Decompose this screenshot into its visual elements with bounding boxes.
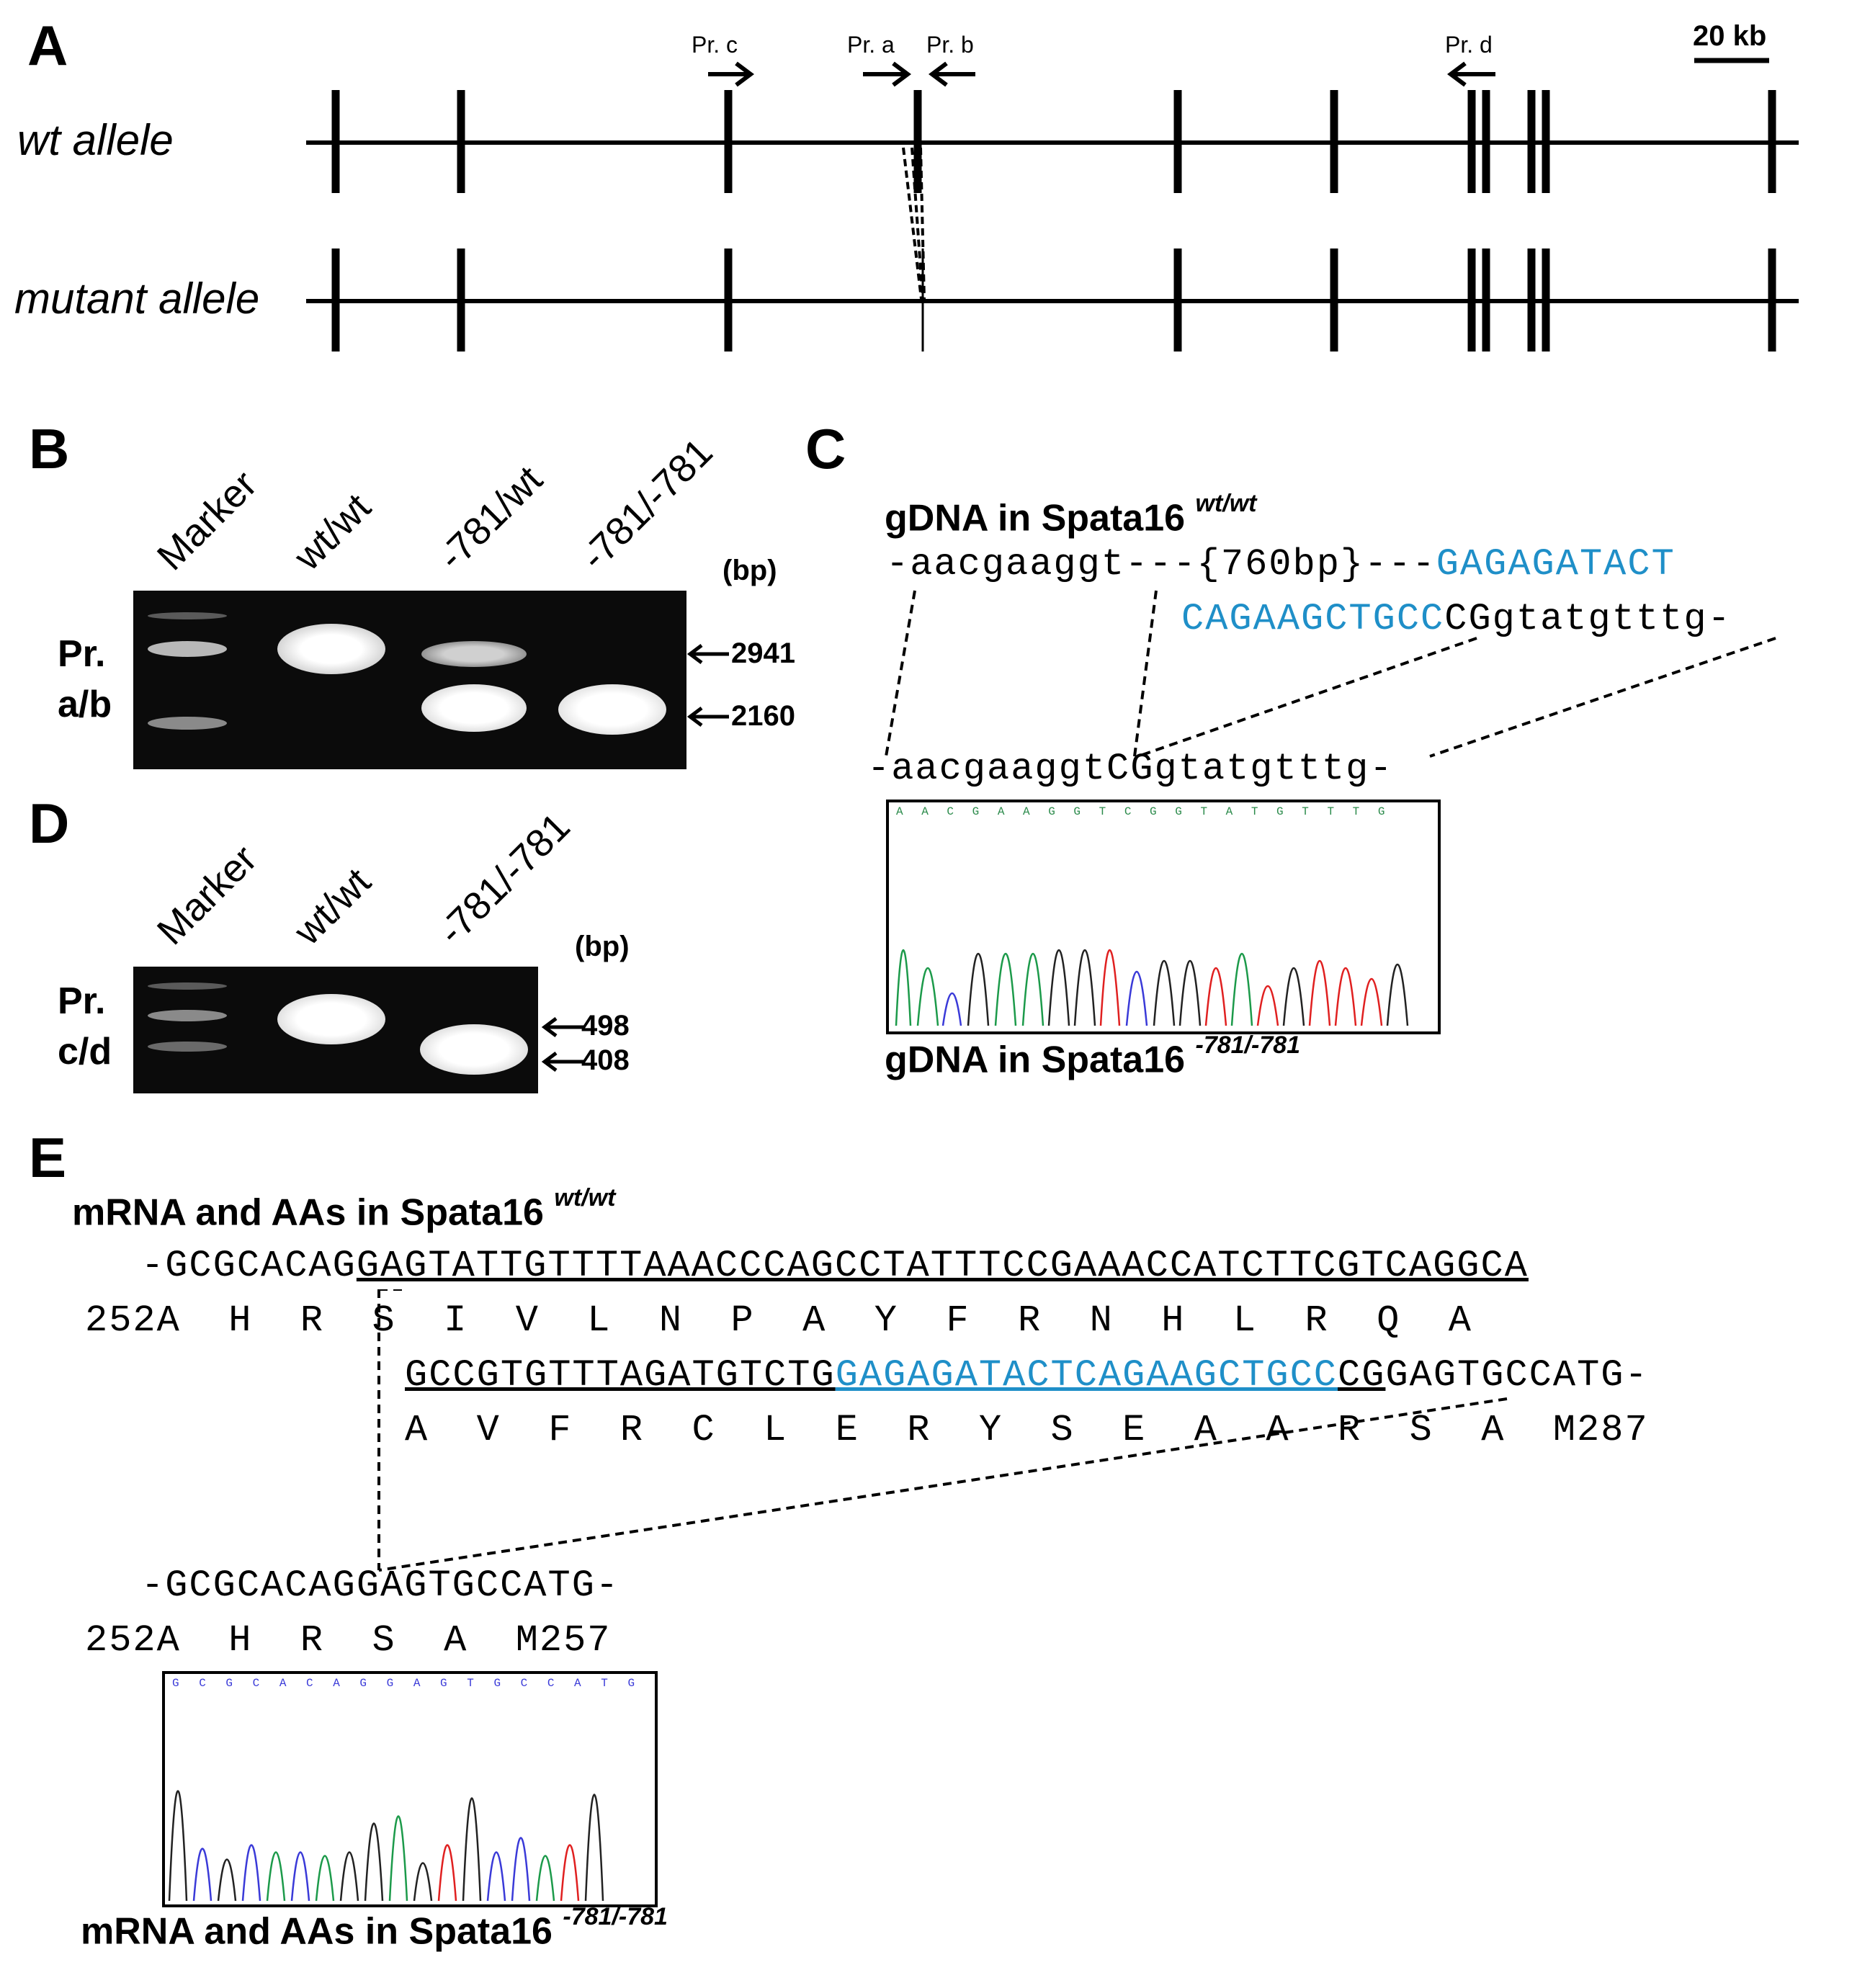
- panel-label-b: B: [29, 417, 70, 480]
- gel-d-lane-label: wt/wt: [285, 859, 380, 954]
- primer-a-label: Pr. a: [847, 32, 895, 58]
- gel-image-d: [133, 967, 538, 1093]
- panel-e-deletion-lines: [377, 1289, 1508, 1572]
- gel-b-primer-label: Pr.: [58, 633, 106, 675]
- gel-d-size-label: 408: [581, 1044, 630, 1076]
- marker-band: [148, 612, 227, 619]
- gel-b-size-arrows: [686, 644, 729, 727]
- mutant-allele-label: mutant allele: [14, 274, 260, 323]
- marker-band: [148, 982, 227, 990]
- panel-c-alignment-lines: [885, 590, 1776, 758]
- gel-band: [277, 624, 385, 674]
- panel-e-top-title: mRNA and AAs in Spata16 wt/wt: [72, 1184, 616, 1234]
- gel-d-size-label: 498: [581, 1010, 630, 1042]
- scale-bar-label: 20 kb: [1693, 20, 1767, 52]
- gel-band: [421, 641, 527, 667]
- gel-b-lane-label: wt/wt: [285, 485, 380, 579]
- panel-c-bottom-title: gDNA in Spata16 -781/-781: [885, 1031, 1301, 1081]
- wt-gdna-seq-line1: -aacgaaggt---{760bp}---GAGAGATACT: [886, 543, 1676, 586]
- wt-aa-line2: A V F R C L E R Y S E A A R S A M287: [405, 1409, 1649, 1451]
- mutant-gdna-seq: -aacgaaggtCGgtatgtttg-: [867, 748, 1394, 790]
- wt-aa-line1: 252A H R S I V L N P A Y F R N H L R Q A: [85, 1299, 1472, 1342]
- gel-band: [420, 1024, 528, 1075]
- chromatogram-bases: A A C G A A G G T C G G T A T G T T T G: [896, 805, 1391, 818]
- chromatogram-bases: G C G C A C A G G A G T G C C A T G: [172, 1677, 642, 1690]
- wt-allele-label: wt allele: [17, 116, 174, 164]
- wt-gdna-seq-line2: CAGAAGCTGCCCGgtatgtttg-: [1181, 598, 1732, 640]
- gel-d-lane-label: Marker: [148, 837, 266, 954]
- primer-arrows: [708, 61, 1495, 87]
- mutant-exons: [331, 248, 1776, 352]
- panel-label-e: E: [29, 1126, 67, 1189]
- deletion-lines: [902, 147, 926, 300]
- primer-c-label: Pr. c: [692, 32, 738, 58]
- gel-image-b: [133, 591, 686, 769]
- chromatogram-c: A A C G A A G G T C G G T A T G T T T G: [886, 800, 1441, 1034]
- gel-b-lane-label: -781/wt: [429, 457, 551, 579]
- gel-d-lane-label: -781/-781: [429, 805, 578, 954]
- gel-b-primer-label: a/b: [58, 684, 112, 725]
- mutant-aa-line: 252A H R S A M257: [85, 1619, 612, 1662]
- wt-mrna-seq-line2: GCCGTGTTTAGATGTCTGGAGAGATACTCAGAAGCTGCCC…: [405, 1354, 1649, 1397]
- panel-e-bottom-title: mRNA and AAs in Spata16 -781/-781: [81, 1903, 668, 1953]
- gel-band: [277, 994, 385, 1044]
- gel-b-lane-label: -781/-781: [572, 430, 721, 579]
- mutant-mrna-seq: -GCGCACAGGAGTGCCATG-: [141, 1564, 620, 1607]
- gel-b-size-label: 2160: [731, 700, 795, 732]
- gel-d-size-arrows: [541, 1017, 583, 1072]
- gene-structure-diagram: [306, 58, 1799, 352]
- primer-d-label: Pr. d: [1445, 32, 1493, 58]
- marker-band: [148, 1010, 227, 1021]
- wt-exons: [331, 90, 1776, 193]
- marker-band: [148, 1042, 227, 1052]
- gel-band: [558, 684, 666, 735]
- gel-b-unit: (bp): [723, 555, 777, 586]
- gel-b-size-label: 2941: [731, 637, 795, 669]
- panel-label-a: A: [27, 14, 68, 77]
- primer-b-label: Pr. b: [926, 32, 974, 58]
- gel-d-unit: (bp): [575, 931, 630, 962]
- panel-c-top-title: gDNA in Spata16 wt/wt: [885, 490, 1257, 539]
- gel-d-primer-label: c/d: [58, 1031, 112, 1073]
- gel-b-lane-label: Marker: [148, 462, 266, 579]
- panel-label-c: C: [805, 417, 846, 480]
- wt-mrna-seq-line1: -GCGCACAGGAGTATTGTTTTAAACCCAGCCTATTTCCGA…: [141, 1245, 1529, 1287]
- chromatogram-e: G C G C A C A G G A G T G C C A T G: [162, 1671, 658, 1907]
- gel-d-primer-label: Pr.: [58, 980, 106, 1022]
- marker-band: [148, 641, 227, 657]
- gel-band: [421, 684, 527, 732]
- marker-band: [148, 717, 227, 730]
- panel-label-d: D: [29, 792, 70, 855]
